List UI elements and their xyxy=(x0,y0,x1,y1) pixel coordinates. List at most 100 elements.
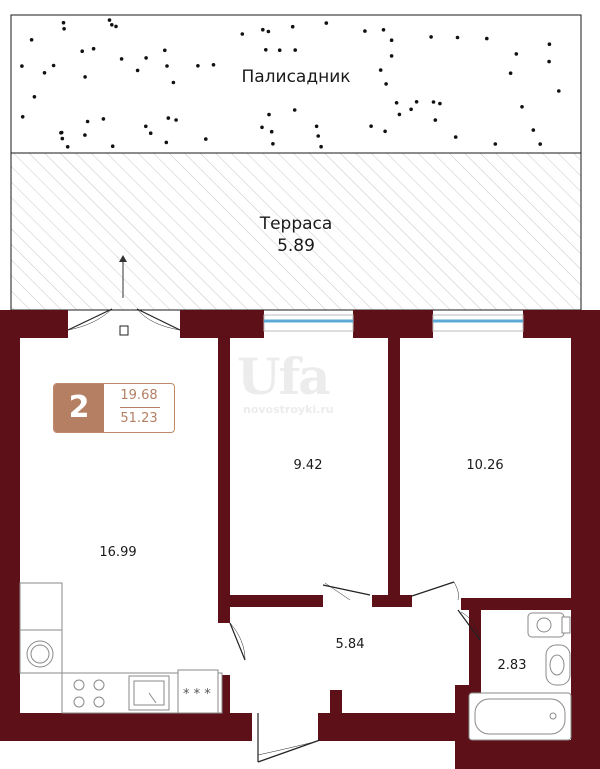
garden-dot xyxy=(319,144,323,149)
garden-dot xyxy=(271,142,275,146)
garden-dot xyxy=(292,108,297,112)
garden-dot xyxy=(277,48,282,52)
garden-dot xyxy=(148,131,153,135)
bathroom-fixtures xyxy=(468,612,572,741)
stove-icon xyxy=(73,679,105,708)
garden-dot xyxy=(65,145,70,149)
garden-dot xyxy=(204,137,208,141)
garden-dot xyxy=(431,100,436,104)
windows xyxy=(263,314,524,332)
garden-dot xyxy=(389,38,394,42)
garden-dot xyxy=(20,115,25,119)
garden-dot xyxy=(261,27,265,32)
garden-dot xyxy=(62,27,66,31)
garden-dot xyxy=(557,89,561,93)
garden-dot xyxy=(429,35,433,39)
badge-divider xyxy=(120,407,160,408)
garden-dot xyxy=(397,112,402,117)
terrace-label: Терраса xyxy=(259,214,333,234)
garden-dot xyxy=(485,36,489,41)
garden-dot xyxy=(114,24,118,29)
washbasin-icon xyxy=(545,644,571,686)
garden-dot xyxy=(394,101,399,105)
garden-dot xyxy=(538,142,542,146)
garden-dot xyxy=(409,107,413,112)
room-area-bedroom-large: 10.26 xyxy=(466,458,503,473)
garden-dot xyxy=(119,57,124,61)
garden-dot xyxy=(378,68,383,72)
garden-dot xyxy=(32,95,37,99)
room-area-bedroom-small: 9.42 xyxy=(294,458,323,473)
entry-arrow-icon xyxy=(119,255,127,262)
garden-dot xyxy=(455,35,460,40)
garden-dot xyxy=(42,71,47,75)
garden-dot xyxy=(20,64,24,68)
garden-dot xyxy=(384,82,388,86)
garden-dot xyxy=(135,68,140,73)
garden-dot xyxy=(324,21,329,25)
garden-dot xyxy=(85,119,90,124)
doors xyxy=(67,308,481,763)
garden-dot xyxy=(174,118,178,122)
garden-dot xyxy=(493,142,498,146)
garden-dot xyxy=(264,48,268,52)
rooms-count: 2 xyxy=(54,384,104,432)
apartment-badge: 2 19.68 51.23 xyxy=(53,383,175,433)
garden-dot xyxy=(91,46,96,51)
svg-text:* * *: * * * xyxy=(183,687,211,702)
garden-dot xyxy=(144,56,148,60)
garden-dot xyxy=(381,28,386,32)
garden-dot xyxy=(369,124,373,128)
cooktop-icon: * * * xyxy=(183,687,211,702)
garden-dot xyxy=(163,48,167,53)
garden-dot xyxy=(144,124,148,129)
garden-dot xyxy=(171,80,176,85)
garden-dot xyxy=(101,117,106,121)
garden-dot xyxy=(166,116,171,120)
garden-dot xyxy=(438,101,442,106)
kitchen-fixtures: * * * xyxy=(19,582,223,714)
total-area: 51.23 xyxy=(120,411,158,426)
room-area-hall: 5.84 xyxy=(336,637,365,652)
garden-dot xyxy=(267,112,271,117)
garden-dot xyxy=(110,23,114,27)
garden-dot xyxy=(83,133,87,137)
garden-dot xyxy=(314,124,319,129)
garden-dot xyxy=(29,38,34,42)
garden-dot xyxy=(293,48,298,52)
garden-dot xyxy=(260,125,264,130)
garden-dot xyxy=(433,118,438,122)
garden-dot xyxy=(269,129,274,134)
garden-dot xyxy=(60,136,65,141)
garden-dot xyxy=(266,29,271,34)
watermark-logo: Ufa novostroyki.ru xyxy=(237,347,334,416)
garden-dot xyxy=(165,64,169,68)
room-area-kitchen-living: 16.99 xyxy=(99,545,136,560)
garden-dot xyxy=(164,140,169,145)
garden-dot xyxy=(547,42,552,46)
garden-dot xyxy=(61,20,66,25)
garden-dot xyxy=(51,63,56,68)
garden-dot xyxy=(383,129,387,134)
garden-dot xyxy=(514,52,519,56)
terrace xyxy=(10,152,582,311)
walls xyxy=(0,310,600,769)
garden-dot xyxy=(453,135,458,139)
terrace-area: 5.89 xyxy=(277,236,315,256)
garden-dot xyxy=(363,29,367,33)
garden-dot xyxy=(389,54,394,58)
garden-dot xyxy=(59,131,63,135)
garden-dot xyxy=(211,63,216,67)
front-garden xyxy=(10,14,582,154)
garden-dot xyxy=(316,134,321,138)
living-area: 19.68 xyxy=(120,388,158,403)
garden-dot xyxy=(83,75,87,79)
garden-dot xyxy=(531,128,536,132)
garden-dot xyxy=(414,100,419,104)
garden-dot xyxy=(508,71,513,75)
bathtub-icon xyxy=(468,692,572,741)
garden-label: Палисадник xyxy=(241,67,350,87)
garden-dot xyxy=(110,144,115,148)
garden-dot xyxy=(196,64,200,68)
